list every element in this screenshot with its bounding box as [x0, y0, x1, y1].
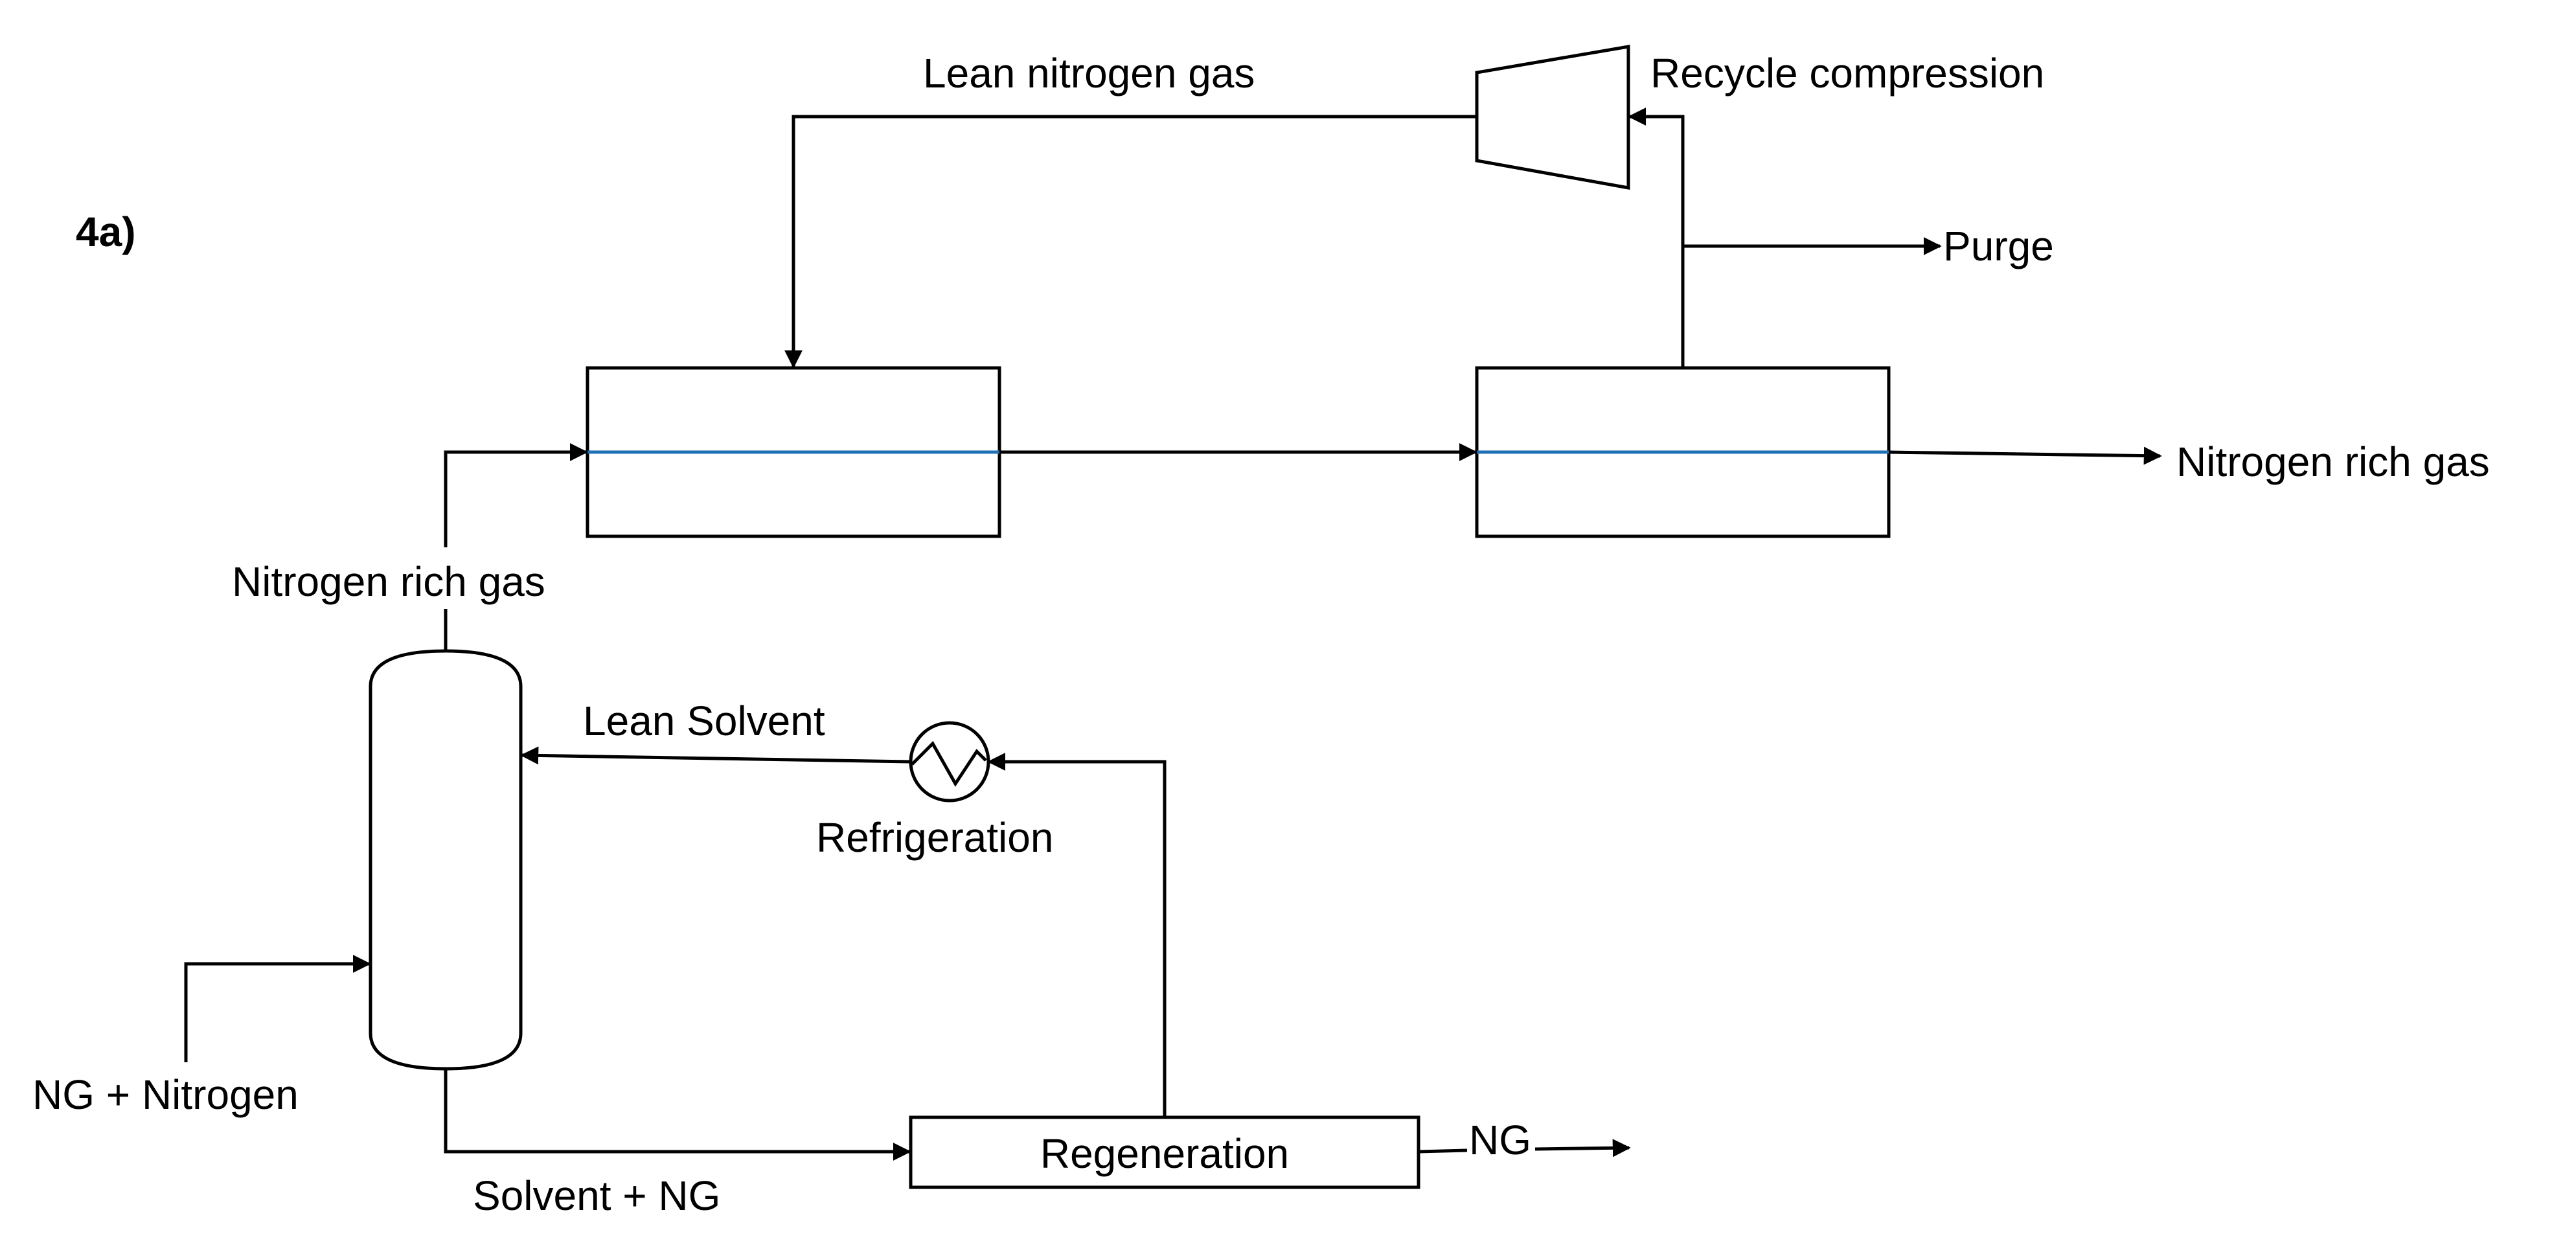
lean-solvent-label: Lean Solvent [583, 698, 825, 744]
recycle-compressor [1475, 45, 1630, 190]
lean-nitrogen-recycle-stream [784, 115, 1477, 369]
lean-nitrogen-gas-label: Lean nitrogen gas [923, 50, 1255, 97]
ng-product-label: NG [1469, 1117, 1531, 1163]
recycle-compression-label: Recycle compression [1650, 50, 2044, 97]
regeneration-label: Regeneration [1040, 1130, 1289, 1177]
solvent-ng-label: Solvent + NG [473, 1172, 720, 1219]
feed-stream [184, 955, 371, 1062]
membrane-unit-1 [586, 366, 1001, 538]
regenerated-solvent-stream [987, 753, 1167, 1117]
refrigeration-exchanger [909, 721, 990, 803]
column-overhead-stream [444, 443, 588, 547]
ng-product-stub [1418, 1148, 1468, 1154]
rich-solvent-stream [444, 1069, 911, 1161]
absorber-column [369, 649, 523, 1071]
permeate-to-compressor-stream [1628, 108, 1685, 368]
nitrogen-rich-gas-column-label: Nitrogen rich gas [232, 558, 545, 605]
nitrogen-rich-gas-product-label: Nitrogen rich gas [2176, 439, 2490, 485]
ng-nitrogen-feed-label: NG + Nitrogen [32, 1071, 299, 1118]
nitrogen-rich-product-stream [1888, 446, 2162, 465]
lean-solvent-stream [520, 746, 911, 765]
ng-product-stream [1534, 1139, 1631, 1157]
membrane-unit-2 [1475, 366, 1891, 538]
figure-label: 4a) [76, 209, 136, 255]
refrigeration-label: Refrigeration [816, 814, 1053, 861]
purge-label: Purge [1943, 223, 2054, 269]
